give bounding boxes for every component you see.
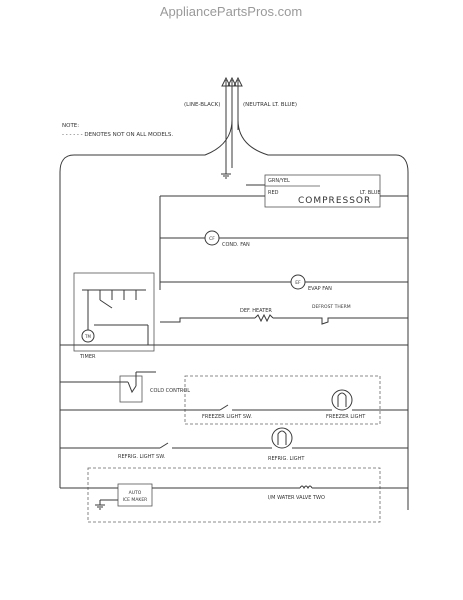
timer-label: TIMER xyxy=(79,354,96,360)
cold-control xyxy=(60,371,156,403)
cold-control-label-1: COLD CONTROL xyxy=(150,388,190,394)
evap-fan-symbol: EF xyxy=(295,280,301,286)
refrig-light-label: REFRIG. LIGHT xyxy=(268,456,305,462)
note-label: NOTE: xyxy=(62,123,79,129)
power-plug-terminals xyxy=(221,76,243,168)
cond-fan-label: COND. FAN xyxy=(222,242,250,248)
line-black-label: (LINE-BLACK) xyxy=(184,102,220,108)
neutral-label: (NEUTRAL LT. BLUE) xyxy=(243,102,297,108)
cond-fan-symbol: CF xyxy=(209,236,215,242)
evap-fan-motor xyxy=(160,274,408,290)
compressor-wire-red: RED xyxy=(268,190,279,196)
freezer-light-sw-label: FREEZER LIGHT SW. xyxy=(202,414,252,420)
freezer-light-circuit xyxy=(60,375,408,425)
defrost-therm-label: DEFROST THERM xyxy=(312,304,351,310)
defrost-heater-label: DEF. HEATER xyxy=(240,308,272,314)
refrig-light-sw-label: REFRIG. LIGHT SW. xyxy=(118,454,166,460)
watermark: AppliancePartsPros.com xyxy=(160,4,302,19)
compressor-label: COMPRESSOR xyxy=(298,196,371,206)
neutral-wire-loop xyxy=(237,119,409,510)
defrost-therm xyxy=(318,317,408,325)
refrig-light-circuit xyxy=(60,427,408,449)
ice-maker-circuit xyxy=(60,467,408,523)
ground-symbol-top xyxy=(221,168,231,179)
compressor-block xyxy=(160,174,408,208)
note-text: - - - - - - DENOTES NOT ON ALL MODELS. xyxy=(62,132,173,138)
defrost-timer xyxy=(60,272,408,352)
ice-maker-label-2: ICE MAKER xyxy=(123,497,148,503)
compressor-wire-lt-blue: LT. BLUE xyxy=(360,190,381,196)
water-valve-label: I/M WATER VALVE TWO xyxy=(268,495,325,501)
evap-fan-label: EVAP FAN xyxy=(308,286,332,292)
line-wire-loop xyxy=(59,119,233,488)
compressor-wire-grn-yel: GRN/YEL xyxy=(268,178,290,184)
freezer-light-label: FREEZER LIGHT xyxy=(326,414,366,420)
defrost-heater xyxy=(160,313,318,323)
cond-fan-motor xyxy=(160,230,408,246)
timer-symbol: TM xyxy=(84,334,91,339)
ice-maker-label-1: AUTO xyxy=(129,490,142,496)
